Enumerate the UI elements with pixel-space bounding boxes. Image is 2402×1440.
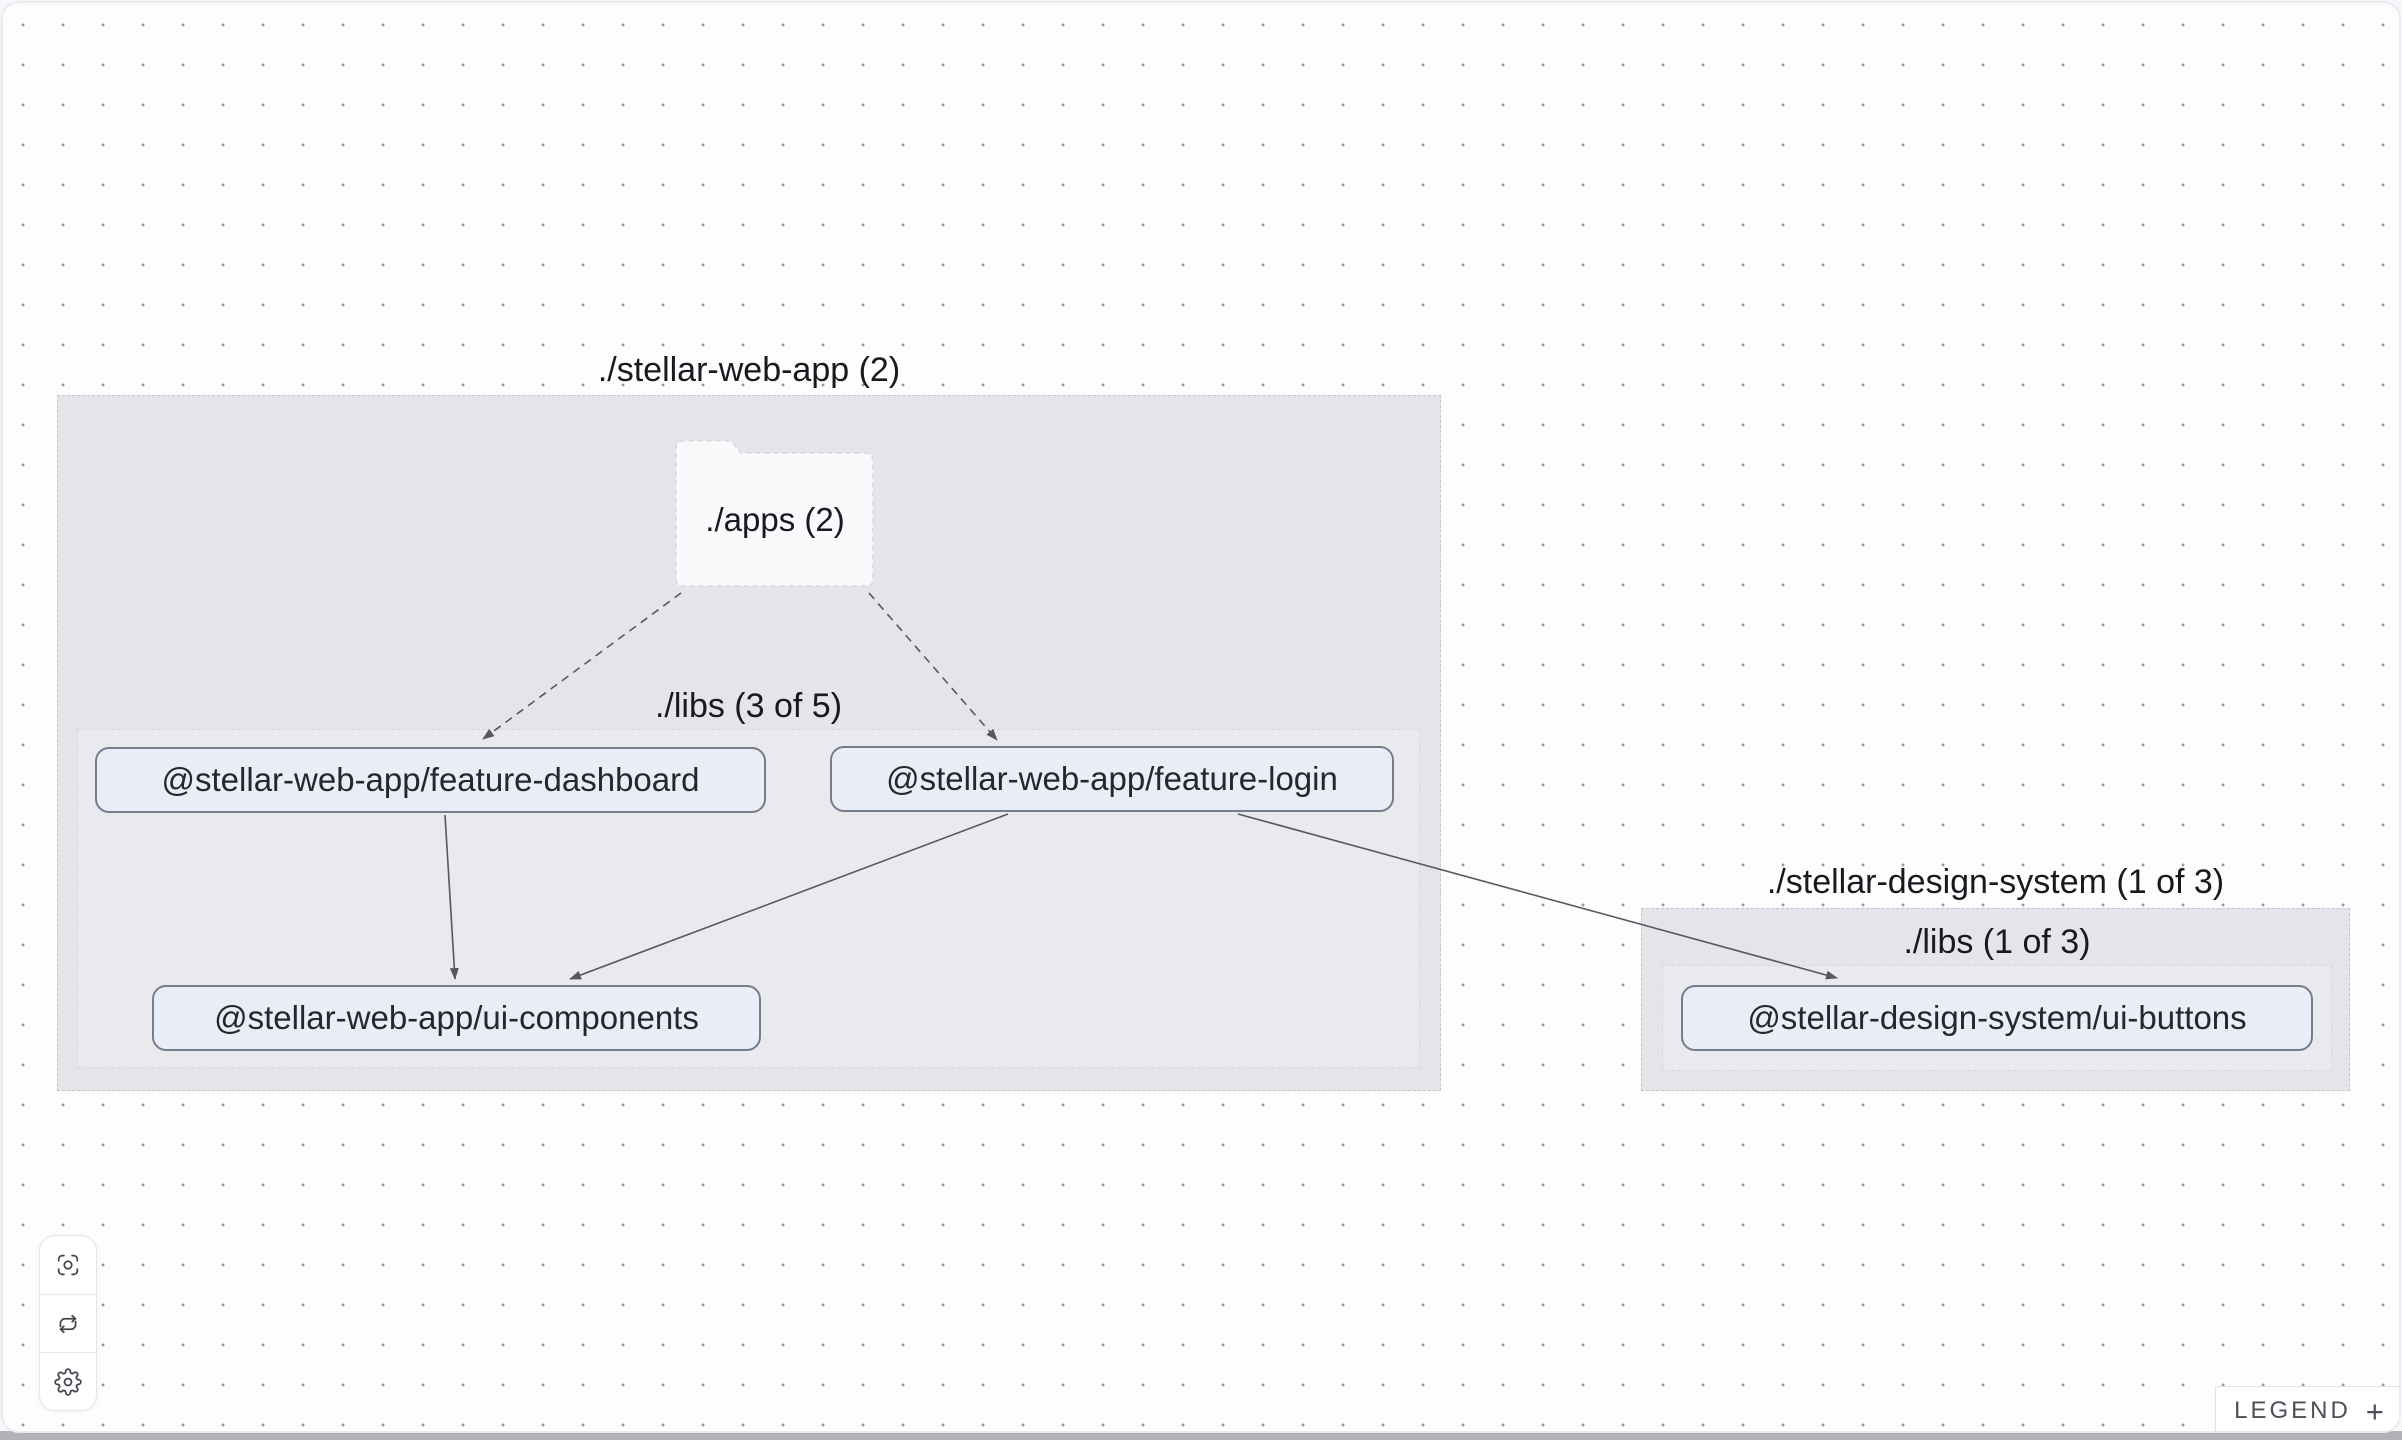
graph-toolbar bbox=[39, 1235, 97, 1411]
node-feature-dashboard[interactable]: @stellar-web-app/feature-dashboard bbox=[95, 747, 766, 813]
refresh-icon bbox=[59, 1314, 77, 1333]
edge-layer bbox=[444, 592, 1838, 980]
window-bottom-edge bbox=[0, 1431, 2402, 1440]
center-graph-button[interactable] bbox=[40, 1236, 96, 1294]
legend-label: LEGEND bbox=[2234, 1397, 2351, 1424]
folder-node-label: ./apps (2) bbox=[705, 501, 845, 538]
group-title-web-app-libs: ./libs (3 of 5) bbox=[654, 687, 843, 725]
focus-icon bbox=[57, 1254, 79, 1276]
folder-icon bbox=[675, 440, 874, 587]
legend-toggle-button[interactable]: LEGEND + bbox=[2215, 1386, 2399, 1431]
edge-feature-login-to-ui-components[interactable] bbox=[569, 813, 1009, 980]
plus-icon: + bbox=[2365, 1393, 2384, 1429]
group-title-design-system-libs: ./libs (1 of 3) bbox=[1903, 923, 2091, 961]
edge-apps-to-feature-dashboard[interactable] bbox=[482, 592, 682, 740]
edge-apps-to-feature-login[interactable] bbox=[868, 592, 998, 741]
edge-feature-dashboard-to-ui-components[interactable] bbox=[444, 814, 459, 980]
folder-node-apps[interactable]: ./apps (2) bbox=[675, 440, 875, 587]
refresh-layout-button[interactable] bbox=[40, 1294, 96, 1352]
node-ui-components[interactable]: @stellar-web-app/ui-components bbox=[152, 985, 761, 1051]
node-ui-buttons[interactable]: @stellar-design-system/ui-buttons bbox=[1681, 985, 2313, 1051]
node-feature-login[interactable]: @stellar-web-app/feature-login bbox=[830, 746, 1394, 812]
settings-button[interactable] bbox=[40, 1352, 96, 1410]
group-title-stellar-design-system: ./stellar-design-system (1 of 3) bbox=[1766, 863, 2225, 901]
gear-icon bbox=[54, 1367, 82, 1396]
edge-feature-login-to-ui-buttons[interactable] bbox=[1237, 813, 1838, 980]
group-title-stellar-web-app: ./stellar-web-app (2) bbox=[597, 351, 901, 389]
